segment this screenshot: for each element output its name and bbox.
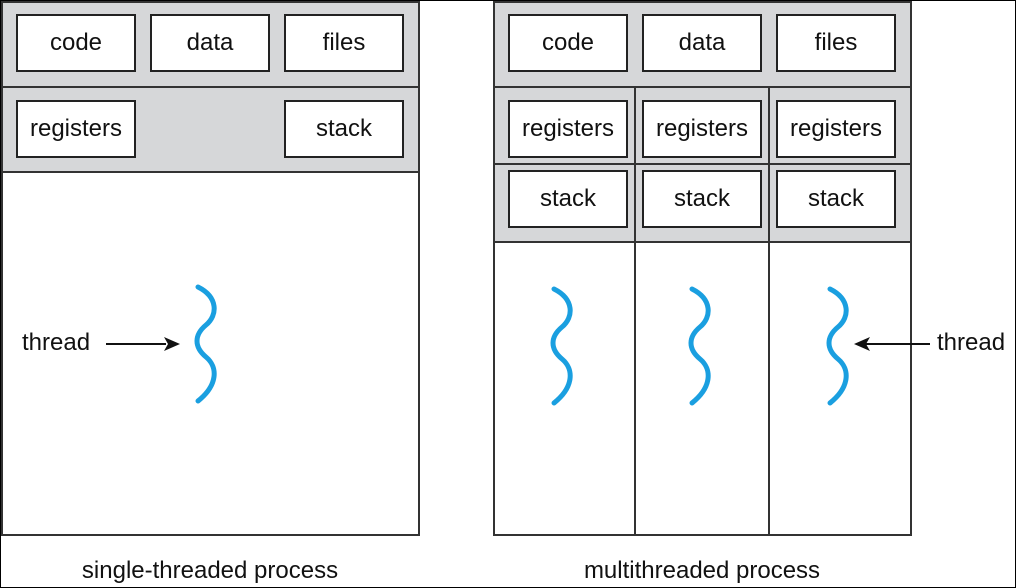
multi-divider-1 [495,86,910,88]
thread-3-stack-box: stack [776,170,896,228]
single-registers-box: registers [16,100,136,158]
single-code-box: code [16,14,136,72]
multi-divider-3 [495,241,910,243]
multi-code-box: code [508,14,628,72]
single-stack-box: stack [284,100,404,158]
single-caption: single-threaded process [81,557,339,584]
thread-1-registers-box: registers [508,100,628,158]
multi-divider-2 [495,163,910,165]
multi-data-box: data [642,14,762,72]
thread-3-squiggle [826,286,849,406]
single-thread-arrow [106,337,180,351]
single-divider-1 [3,86,418,88]
thread-2-registers-box: registers [642,100,762,158]
thread-2-squiggle [688,286,711,406]
multi-files-box: files [776,14,896,72]
thread-wave [194,284,217,404]
single-divider-2 [3,171,418,173]
multi-column-divider-2 [768,88,770,534]
thread-wave [826,286,849,406]
single-data-box: data [150,14,270,72]
thread-3-registers-box: registers [776,100,896,158]
thread-2-stack-box: stack [642,170,762,228]
multi-column-divider-1 [634,88,636,534]
thread-1-squiggle [550,286,573,406]
thread-1-stack-box: stack [508,170,628,228]
single-thread-label: thread [22,329,91,356]
thread-wave [688,286,711,406]
thread-wave [550,286,573,406]
single-files-box: files [284,14,404,72]
single-thread-squiggle [194,284,217,404]
multi-thread-arrow [854,337,930,351]
multi-thread-label: thread [937,329,1006,356]
multi-caption: multithreaded process [583,557,821,584]
